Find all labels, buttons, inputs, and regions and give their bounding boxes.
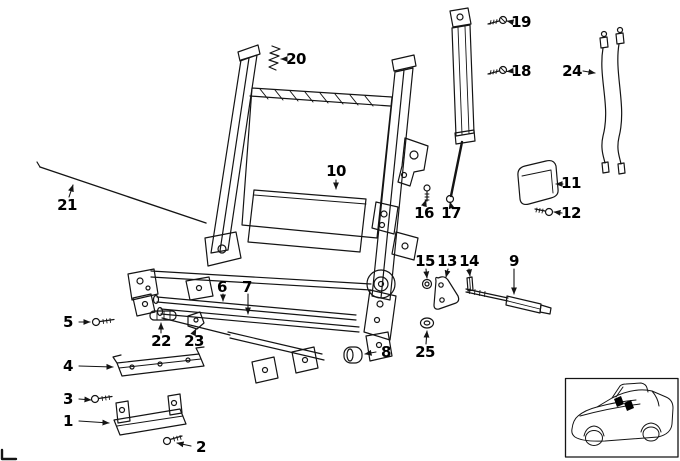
callout-24[interactable]: 24 (562, 62, 582, 80)
screw-19 (487, 15, 508, 25)
callout-4[interactable]: 4 (63, 357, 73, 375)
rod-21 (36, 161, 207, 224)
spring-20 (268, 45, 281, 71)
vehicle-location-inset (564, 377, 679, 458)
leader-lines (68, 19, 596, 448)
nut-15 (421, 278, 433, 290)
screw-12 (534, 207, 554, 217)
bolt-9 (465, 288, 552, 315)
callout-21[interactable]: 21 (57, 196, 77, 214)
grommet-25 (419, 317, 435, 329)
seat-base-frame (127, 268, 397, 384)
callout-11[interactable]: 11 (561, 174, 581, 192)
image-corner-artifact (0, 448, 18, 461)
screw-3 (90, 394, 113, 404)
bushing-22 (149, 310, 177, 321)
screw-2 (162, 434, 183, 446)
callout-25[interactable]: 25 (415, 343, 435, 361)
callout-20[interactable]: 20 (286, 50, 306, 68)
gas-strut-17 (445, 7, 476, 204)
callout-6[interactable]: 6 (217, 278, 227, 296)
callout-5[interactable]: 5 (63, 313, 73, 331)
callout-3[interactable]: 3 (63, 390, 73, 408)
screw-18 (487, 65, 508, 75)
callout-13[interactable]: 13 (437, 252, 457, 270)
backrest-frame (204, 44, 429, 301)
callout-12[interactable]: 12 (561, 204, 581, 222)
callout-17[interactable]: 17 (441, 204, 461, 222)
bracket-13 (433, 276, 460, 310)
callout-1[interactable]: 1 (63, 412, 73, 430)
callout-9[interactable]: 9 (509, 252, 519, 270)
callout-14[interactable]: 14 (459, 252, 479, 270)
clip-23 (187, 311, 205, 330)
roller-8 (343, 346, 363, 364)
callout-19[interactable]: 19 (511, 13, 531, 31)
screw-5 (91, 317, 115, 327)
car-silhouette (571, 382, 674, 446)
bolt-16 (423, 184, 431, 202)
callout-22[interactable]: 22 (151, 332, 171, 350)
callout-2[interactable]: 2 (196, 438, 206, 456)
inset-border (564, 377, 679, 458)
callout-7[interactable]: 7 (242, 278, 252, 296)
callout-23[interactable]: 23 (184, 332, 204, 350)
callout-18[interactable]: 18 (511, 62, 531, 80)
cables-24 (599, 26, 626, 175)
callout-16[interactable]: 16 (414, 204, 434, 222)
callout-10[interactable]: 10 (326, 162, 346, 180)
bracket-4 (112, 346, 205, 377)
bracket-1 (113, 393, 187, 436)
cover-11 (517, 159, 559, 206)
seat-position-marker (614, 396, 634, 411)
callout-8[interactable]: 8 (381, 343, 391, 361)
callout-15[interactable]: 15 (415, 252, 435, 270)
